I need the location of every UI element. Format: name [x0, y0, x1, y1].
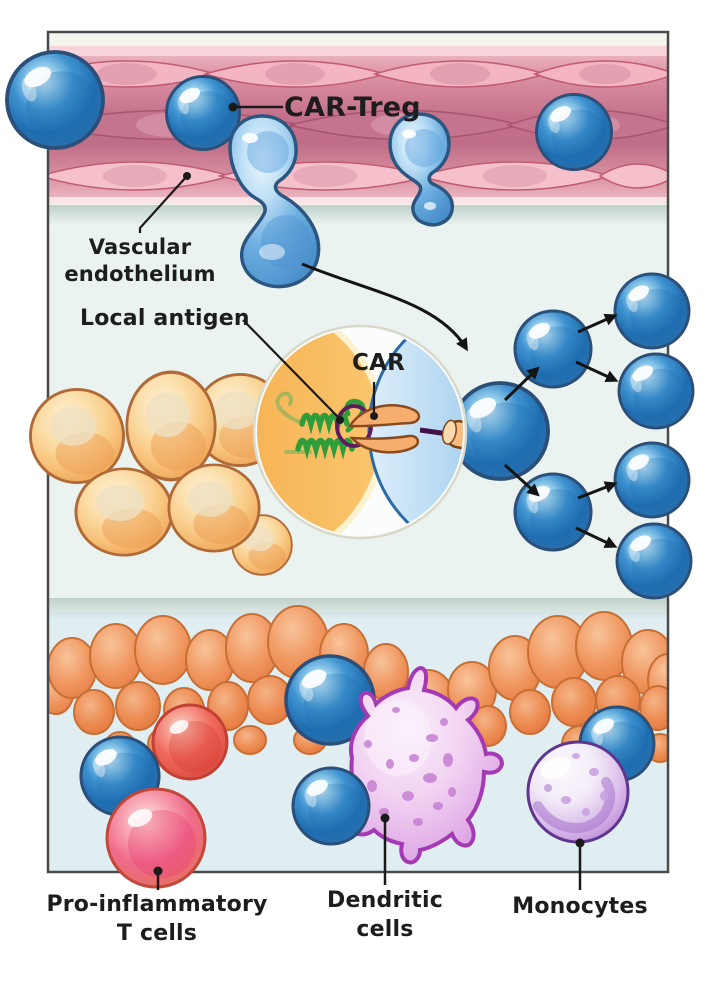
label-car: CAR	[352, 350, 405, 376]
transmigrating-cell-large	[228, 114, 321, 289]
treg-daughter-cell	[615, 522, 693, 600]
label-car-treg: CAR-Treg	[284, 92, 421, 123]
transmigrating-cell-small	[388, 112, 455, 227]
magnifier-inset	[252, 324, 468, 540]
treg-daughter-cell	[613, 441, 691, 519]
treg-cell-bottom	[291, 766, 371, 846]
endothelium-bottom-nuclei	[103, 165, 547, 187]
label-pro-inflammatory-t-cells: Pro-inflammatory T cells	[46, 892, 268, 946]
car-receptor	[335, 404, 463, 454]
treg-daughter-cell	[513, 309, 593, 389]
treg-daughter-cell	[613, 272, 691, 350]
migration-arrow	[301, 262, 468, 352]
panel-backgrounds	[48, 32, 668, 872]
proliferation-arrows	[503, 313, 619, 548]
pro-inflammatory-t-cell	[151, 703, 229, 781]
proliferating-treg-cells	[503, 272, 695, 600]
treg-daughter-cell	[617, 352, 695, 430]
car-treg-cell	[5, 50, 105, 150]
car-treg-cell	[165, 75, 241, 151]
tissue-cell	[167, 463, 261, 553]
local-antigen-molecule	[275, 391, 366, 460]
label-vascular-endothelium: Vascular endothelium	[64, 235, 216, 287]
label-monocytes: Monocytes	[512, 894, 648, 919]
label-pointers	[138, 102, 585, 890]
endothelium-top-nuclei	[97, 63, 631, 85]
car-treg-cell	[535, 93, 613, 171]
pro-inflammatory-t-cell-large	[105, 787, 207, 889]
label-dendritic-cells: Dendritic cells	[327, 888, 443, 942]
tissue-cell	[28, 387, 126, 485]
bottom-immune-cells	[79, 654, 656, 889]
monocyte-cell	[526, 740, 630, 844]
transmigrating-cells	[228, 112, 455, 289]
label-local-antigen: Local antigen	[80, 306, 250, 331]
tissue-cell	[74, 467, 174, 557]
tissue-cell	[125, 370, 217, 482]
dendritic-cell	[348, 665, 505, 865]
